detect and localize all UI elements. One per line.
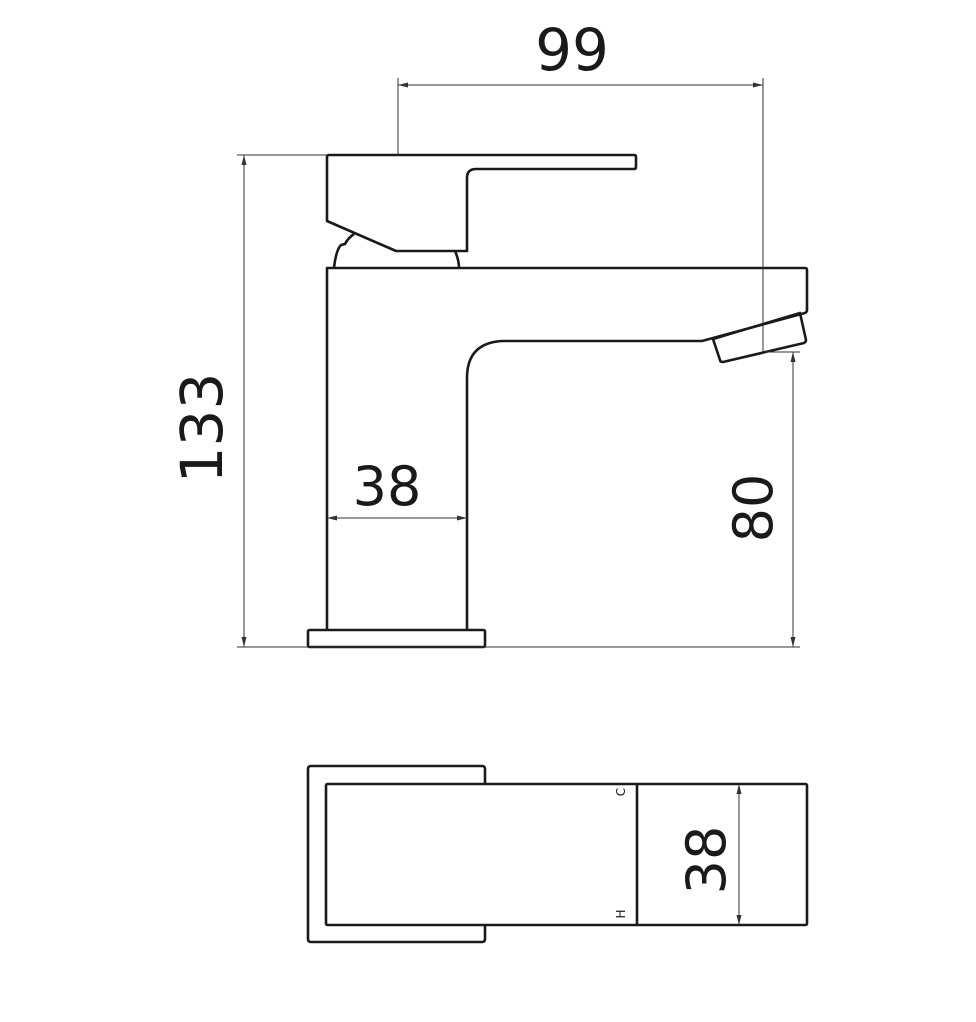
dimension-38-side: 38 [327,455,467,521]
dimension-80: 80 [722,351,800,647]
lever-handle [325,153,638,253]
top-view: C H 38 [306,764,809,944]
dimension-label: 80 [722,474,785,543]
base-plate [306,628,487,649]
dimension-38-top: 38 [675,784,742,925]
cold-label: C [614,788,628,796]
dimension-label: 38 [675,826,738,895]
hot-label: H [614,909,628,918]
tap-body [325,266,809,630]
dimension-133: 133 [168,154,800,648]
dimension-label: 99 [535,16,609,84]
cartridge-dome [332,232,461,269]
body-outline [324,782,809,927]
aerator [711,311,808,364]
side-view: 99 133 38 80 [168,16,809,649]
dimension-label: 133 [168,373,236,484]
dimension-label: 38 [353,455,422,518]
dimension-99: 99 [397,16,764,352]
base-outline [306,764,487,944]
